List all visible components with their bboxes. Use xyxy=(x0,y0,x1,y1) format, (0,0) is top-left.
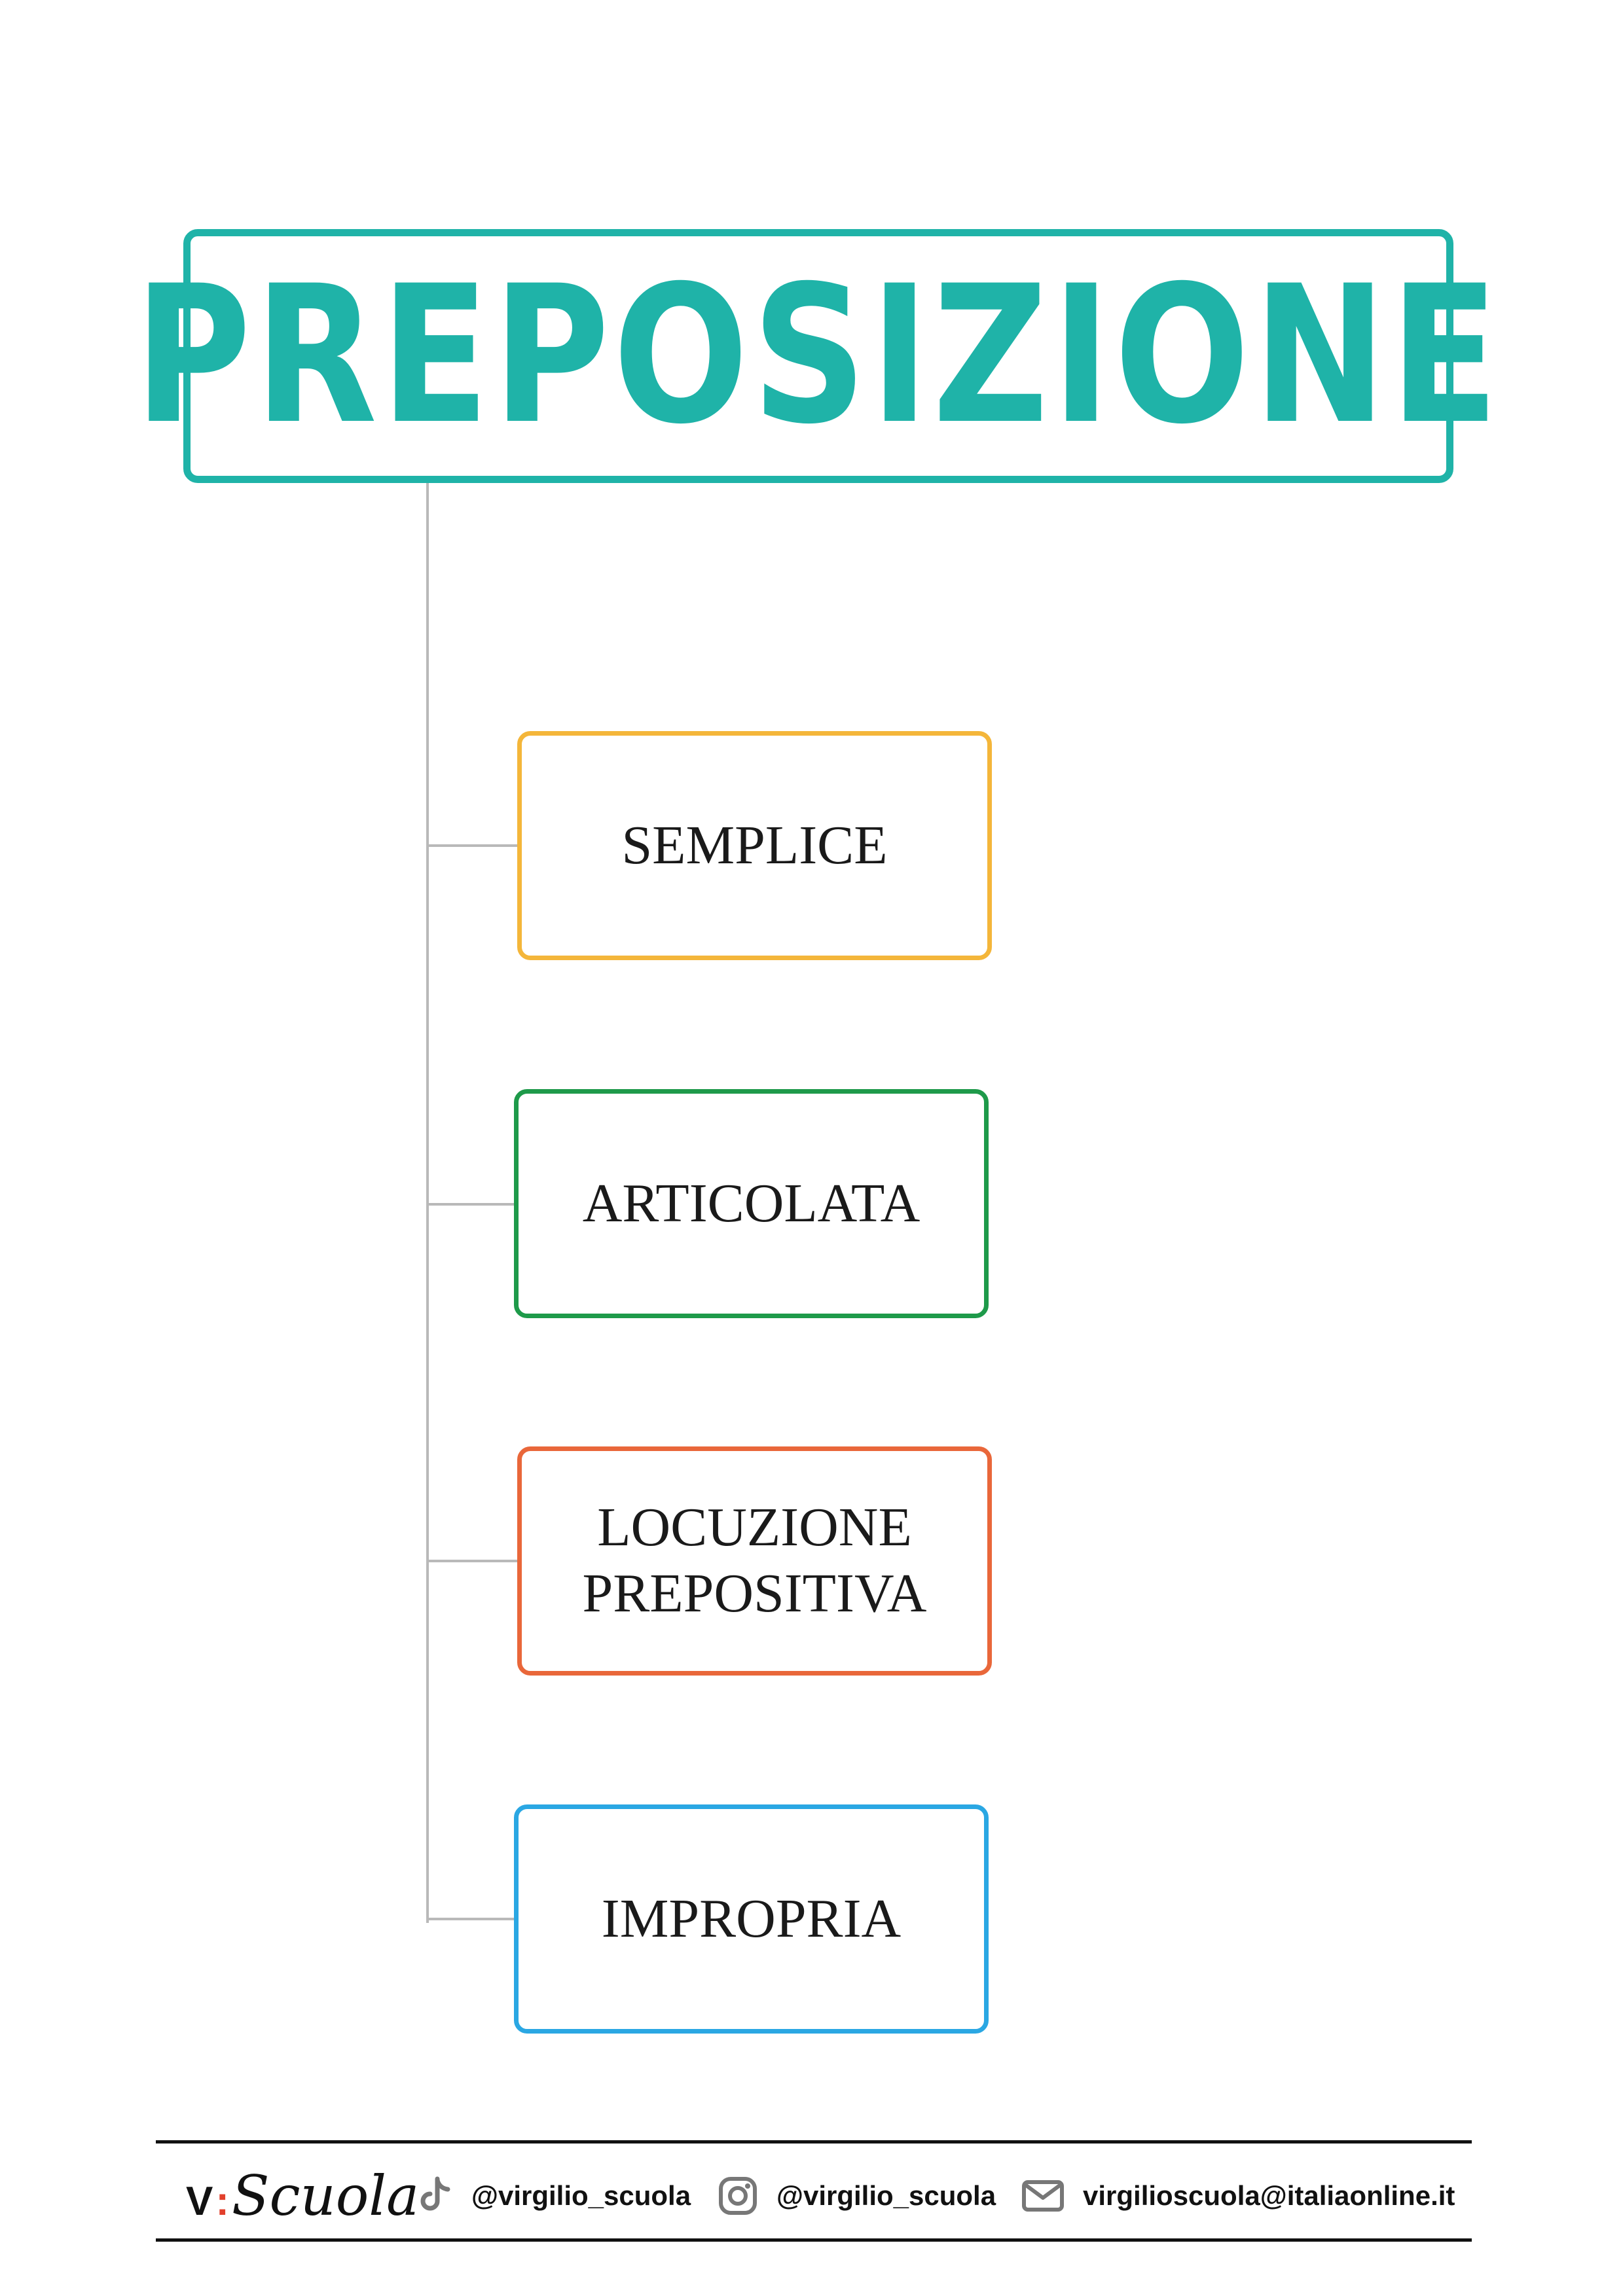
node-label: ARTICOLATA xyxy=(582,1172,921,1234)
node-locuzione-prepositiva: LOCUZIONE PREPOSITIVA xyxy=(517,1446,992,1676)
brand-colon: : xyxy=(215,2179,230,2224)
email-link[interactable]: virgilioscuola@italiaonline.it xyxy=(1021,2179,1455,2212)
diagram-title: PREPOSIZIONE xyxy=(134,245,1503,466)
title-box: PREPOSIZIONE xyxy=(134,229,1499,483)
footer-top-rule xyxy=(156,2140,1472,2144)
branch-line-locuzione xyxy=(426,1560,518,1562)
node-impropria: IMPROPRIA xyxy=(514,1804,989,2034)
email-address: virgilioscuola@italiaonline.it xyxy=(1083,2180,1455,2211)
instagram-icon xyxy=(719,2177,757,2215)
brand-logo: V : Scuola xyxy=(186,2164,419,2228)
footer-bottom-rule xyxy=(156,2238,1472,2242)
brand-v: V xyxy=(186,2179,213,2224)
tiktok-handle: @virgilio_scuola xyxy=(471,2180,691,2211)
branch-line-semplice xyxy=(426,844,518,847)
tiktok-icon xyxy=(420,2176,450,2211)
node-label: IMPROPRIA xyxy=(601,1888,902,1949)
mail-icon xyxy=(1022,2180,1064,2212)
node-semplice: SEMPLICE xyxy=(517,731,992,960)
node-articolata: ARTICOLATA xyxy=(514,1089,989,1318)
branch-line-articolata xyxy=(426,1203,518,1206)
branch-line-impropria xyxy=(426,1918,518,1920)
instagram-link[interactable]: @virgilio_scuola xyxy=(718,2176,996,2216)
node-label: SEMPLICE xyxy=(621,814,888,876)
tiktok-link[interactable]: @virgilio_scuola xyxy=(418,2176,691,2215)
node-label: LOCUZIONE PREPOSITIVA xyxy=(582,1497,927,1624)
brand-script: Scuola xyxy=(232,2164,420,2228)
instagram-handle: @virgilio_scuola xyxy=(776,2180,996,2211)
footer: V : Scuola @virgilio_scuola @virgilio_sc… xyxy=(156,2147,1472,2245)
